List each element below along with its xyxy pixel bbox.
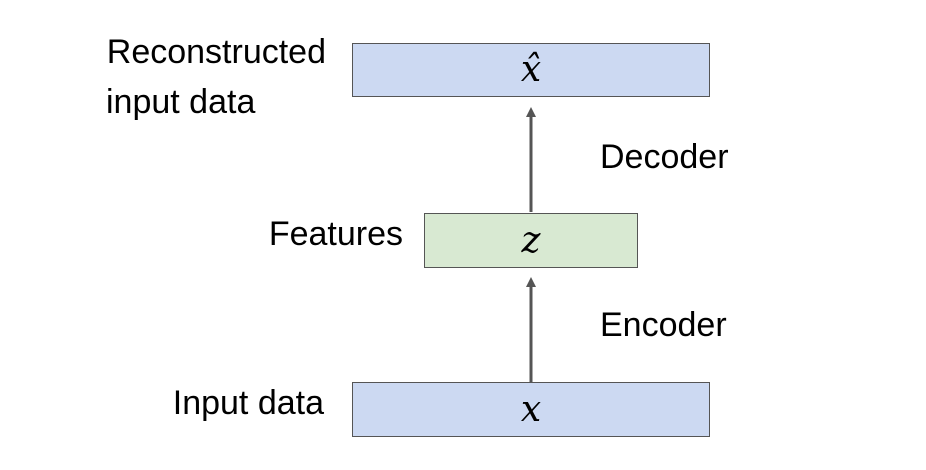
input-label: Input data bbox=[172, 384, 324, 422]
decoder-label-wrap: Decoder bbox=[600, 137, 729, 177]
reconstructed-label: Reconstructed bbox=[40, 32, 326, 72]
reconstructed-label-line2-wrap: input data bbox=[106, 82, 255, 122]
features-box: z bbox=[424, 213, 638, 268]
x-symbol: x bbox=[520, 388, 542, 430]
reconstructed-label-line2: input data bbox=[106, 83, 256, 121]
input-label-wrap: Input data bbox=[100, 383, 324, 423]
encoder-label: Encoder bbox=[600, 306, 727, 344]
x-hat-symbol: x̂ bbox=[520, 49, 542, 90]
z-symbol: z bbox=[521, 219, 541, 261]
input-box: x bbox=[352, 382, 710, 437]
decoder-label: Decoder bbox=[600, 138, 729, 176]
features-label: Features bbox=[268, 215, 403, 253]
reconstructed-label-line1: Reconstructed bbox=[106, 33, 326, 71]
features-label-wrap: Features bbox=[200, 214, 403, 254]
encoder-label-wrap: Encoder bbox=[600, 305, 727, 345]
reconstructed-box: x̂ bbox=[352, 43, 710, 97]
